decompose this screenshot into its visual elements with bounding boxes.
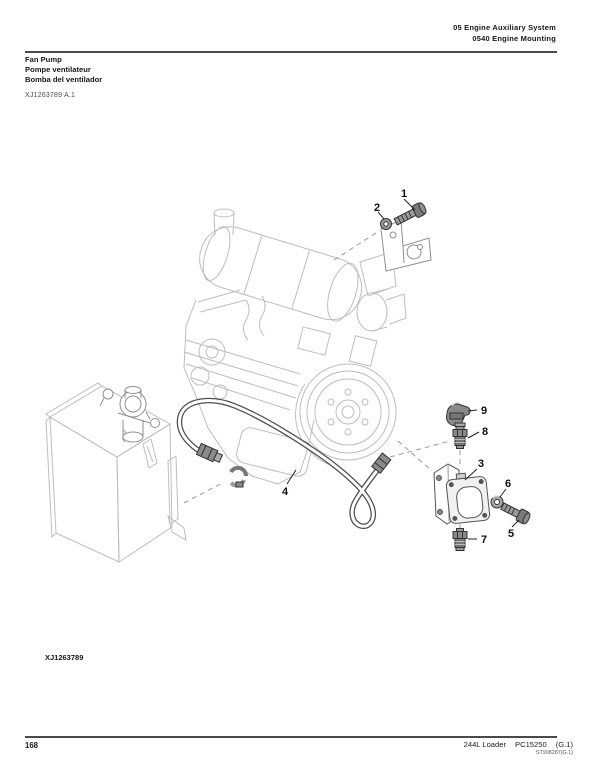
- tank-filler-assembly: [99, 386, 160, 443]
- connector-fitting-7: [452, 528, 468, 551]
- footer-rule: [25, 736, 557, 738]
- footer-doc-code: ST908287(G.1): [535, 750, 573, 756]
- hose-end-fitting-right: [371, 452, 392, 474]
- hose-clamp: [229, 465, 249, 488]
- figure-caption: XJ1263789: [45, 653, 84, 662]
- fan-pump: [433, 463, 491, 525]
- callout-7: 7: [481, 534, 487, 546]
- title-french: Pompe ventilateur: [25, 65, 91, 74]
- callout-3: 3: [478, 458, 484, 470]
- footer-edition: (G.1): [555, 740, 573, 749]
- callout-1: 1: [401, 188, 407, 200]
- hose-end-fitting-left: [195, 442, 224, 464]
- hose: [176, 397, 392, 529]
- callout-8: 8: [482, 426, 488, 438]
- callout-4: 4: [282, 486, 289, 498]
- callout-9: 9: [481, 405, 487, 417]
- cap-screw-5: [500, 502, 531, 525]
- page-header: 05 Engine Auxiliary System 0540 Engine M…: [453, 22, 556, 44]
- header-subsection: 0540 Engine Mounting: [472, 34, 556, 43]
- title-spanish: Bomba del ventilador: [25, 75, 103, 84]
- footer-model: 244L Loader: [463, 740, 507, 749]
- washer-6: [490, 495, 504, 509]
- callout-2: 2: [374, 202, 380, 214]
- hydraulic-tank: [45, 382, 187, 563]
- header-rule: [25, 51, 557, 53]
- callout-6: 6: [505, 478, 511, 490]
- footer-catalog-number: PC15250: [515, 740, 547, 749]
- cap-screw-1: [393, 202, 427, 226]
- washer-2: [380, 218, 392, 230]
- engine-line-art: [183, 208, 407, 485]
- elbow-fitting-9: [445, 402, 471, 427]
- figure-reference: XJ1263789 A.1: [25, 92, 76, 99]
- callout-5: 5: [508, 528, 514, 540]
- title-block: Fan Pump Pompe ventilateur Bomba del ven…: [25, 55, 102, 85]
- footer-publication-info: 244L Loader PC15250 (G.1): [464, 740, 573, 749]
- leader-lines: [286, 198, 520, 540]
- assembly-dashed-lines: [183, 230, 461, 531]
- page-number: 168: [25, 741, 39, 750]
- connector-fitting-8: [452, 422, 468, 449]
- header-section: 05 Engine Auxiliary System: [453, 23, 556, 32]
- title-english: Fan Pump: [25, 55, 62, 64]
